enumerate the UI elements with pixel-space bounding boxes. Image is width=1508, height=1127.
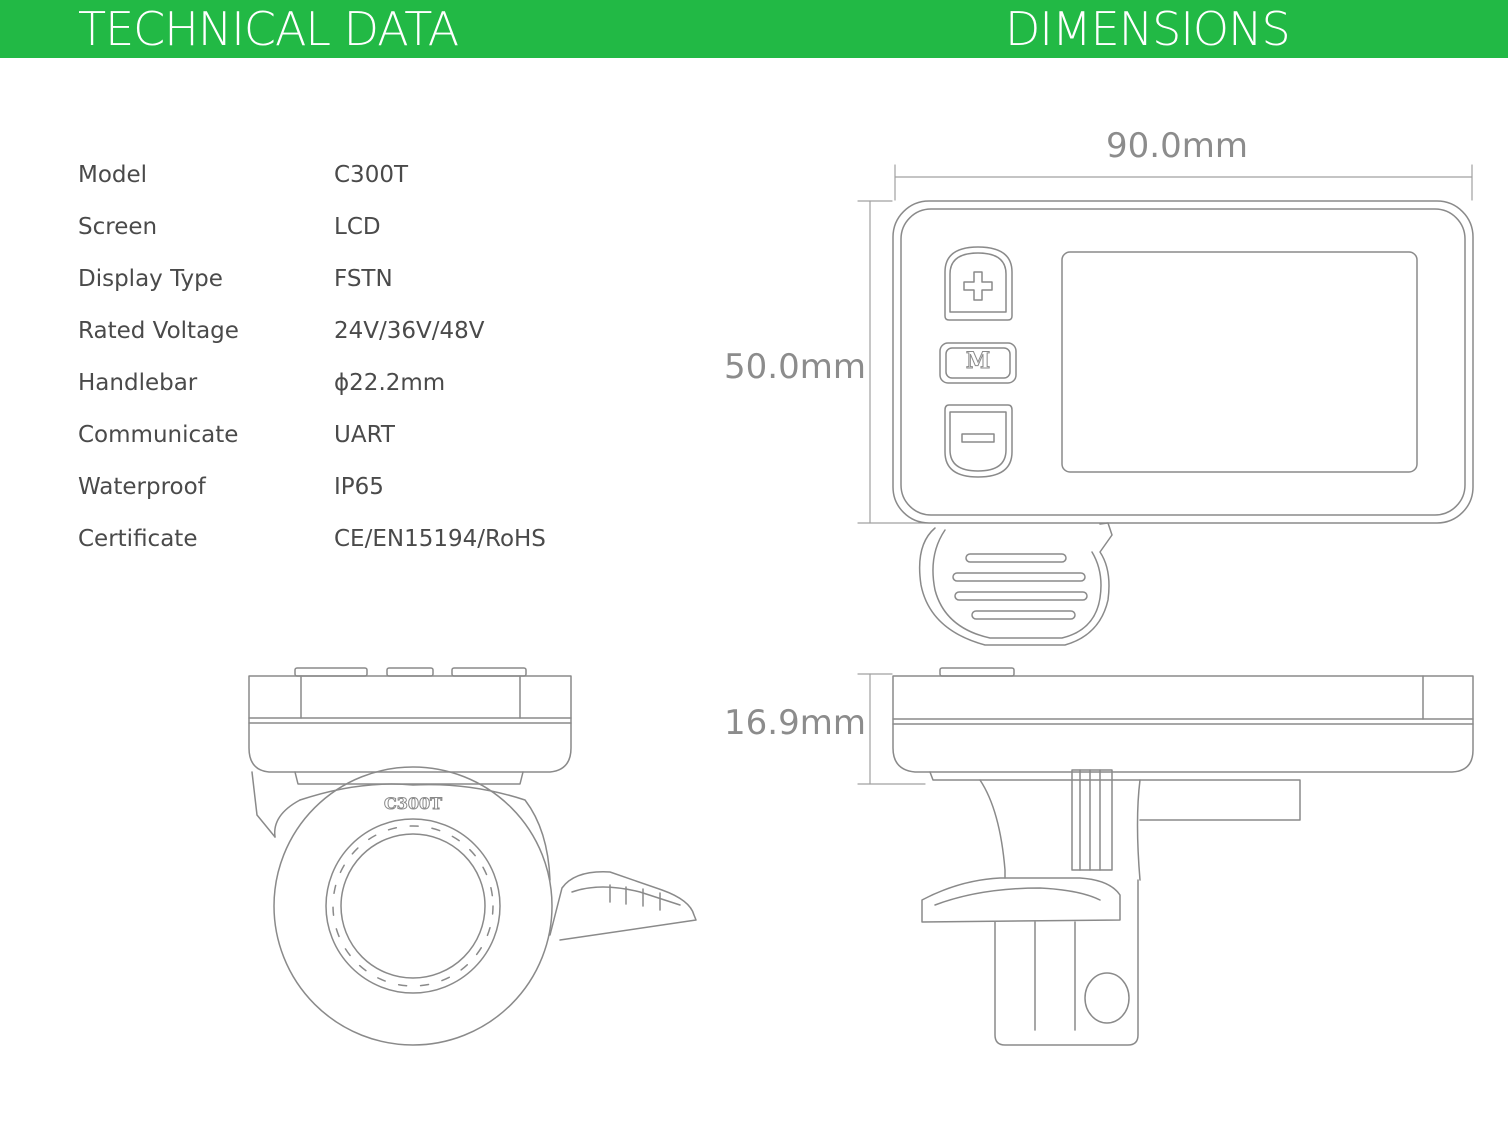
width-dimension-label: 90.0mm xyxy=(1106,126,1248,166)
spec-value: LCD xyxy=(334,214,381,240)
dimensions-heading: DIMENSIONS xyxy=(1005,2,1291,56)
side-view-drawing xyxy=(248,667,697,1046)
spec-label: Certificate xyxy=(78,526,198,552)
spec-value: UART xyxy=(334,422,395,448)
spec-label: Waterproof xyxy=(78,474,206,500)
spec-value: CE/EN15194/RoHS xyxy=(334,526,546,552)
lcd-screen xyxy=(1061,251,1418,473)
spec-value: ϕ22.2mm xyxy=(334,370,446,396)
plus-button-outline xyxy=(944,246,1013,321)
front-clamp xyxy=(918,522,1113,646)
top-body xyxy=(892,675,1474,773)
top-base xyxy=(994,879,1139,1046)
spec-label: Screen xyxy=(78,214,158,240)
mode-button-outline xyxy=(939,342,1017,384)
top-lever xyxy=(921,877,1121,923)
spec-value: FSTN xyxy=(334,266,393,292)
height-dimension-label: 50.0mm xyxy=(724,347,866,387)
model-engraving: C300T xyxy=(383,794,443,814)
mode-button-letter: M xyxy=(965,348,991,375)
spec-label: Display Type xyxy=(78,266,223,292)
depth-dimension-label: 16.9mm xyxy=(724,703,866,743)
spec-value: IP65 xyxy=(334,474,384,500)
spec-label: Rated Voltage xyxy=(78,318,239,344)
dimension-lines xyxy=(857,164,1473,785)
top-view-drawing xyxy=(892,667,1474,1046)
technical-data-heading: TECHNICAL DATA xyxy=(78,2,459,56)
minus-icon xyxy=(961,433,995,443)
spec-value: C300T xyxy=(334,162,409,188)
clamp-ring-outer xyxy=(273,766,553,1046)
spec-label: Handlebar xyxy=(78,370,198,396)
front-view-drawing xyxy=(892,200,1474,646)
side-lever xyxy=(549,871,697,941)
plus-icon xyxy=(963,271,993,301)
header-bar xyxy=(0,0,1508,58)
display-outline xyxy=(892,200,1474,524)
spec-label: Communicate xyxy=(78,422,239,448)
minus-button-outline xyxy=(944,404,1013,478)
spec-value: 24V/36V/48V xyxy=(334,318,485,344)
display-inner-bezel xyxy=(900,208,1466,516)
spec-label: Model xyxy=(78,162,148,188)
side-body xyxy=(248,675,572,773)
clamp-ring-inner xyxy=(325,818,501,994)
